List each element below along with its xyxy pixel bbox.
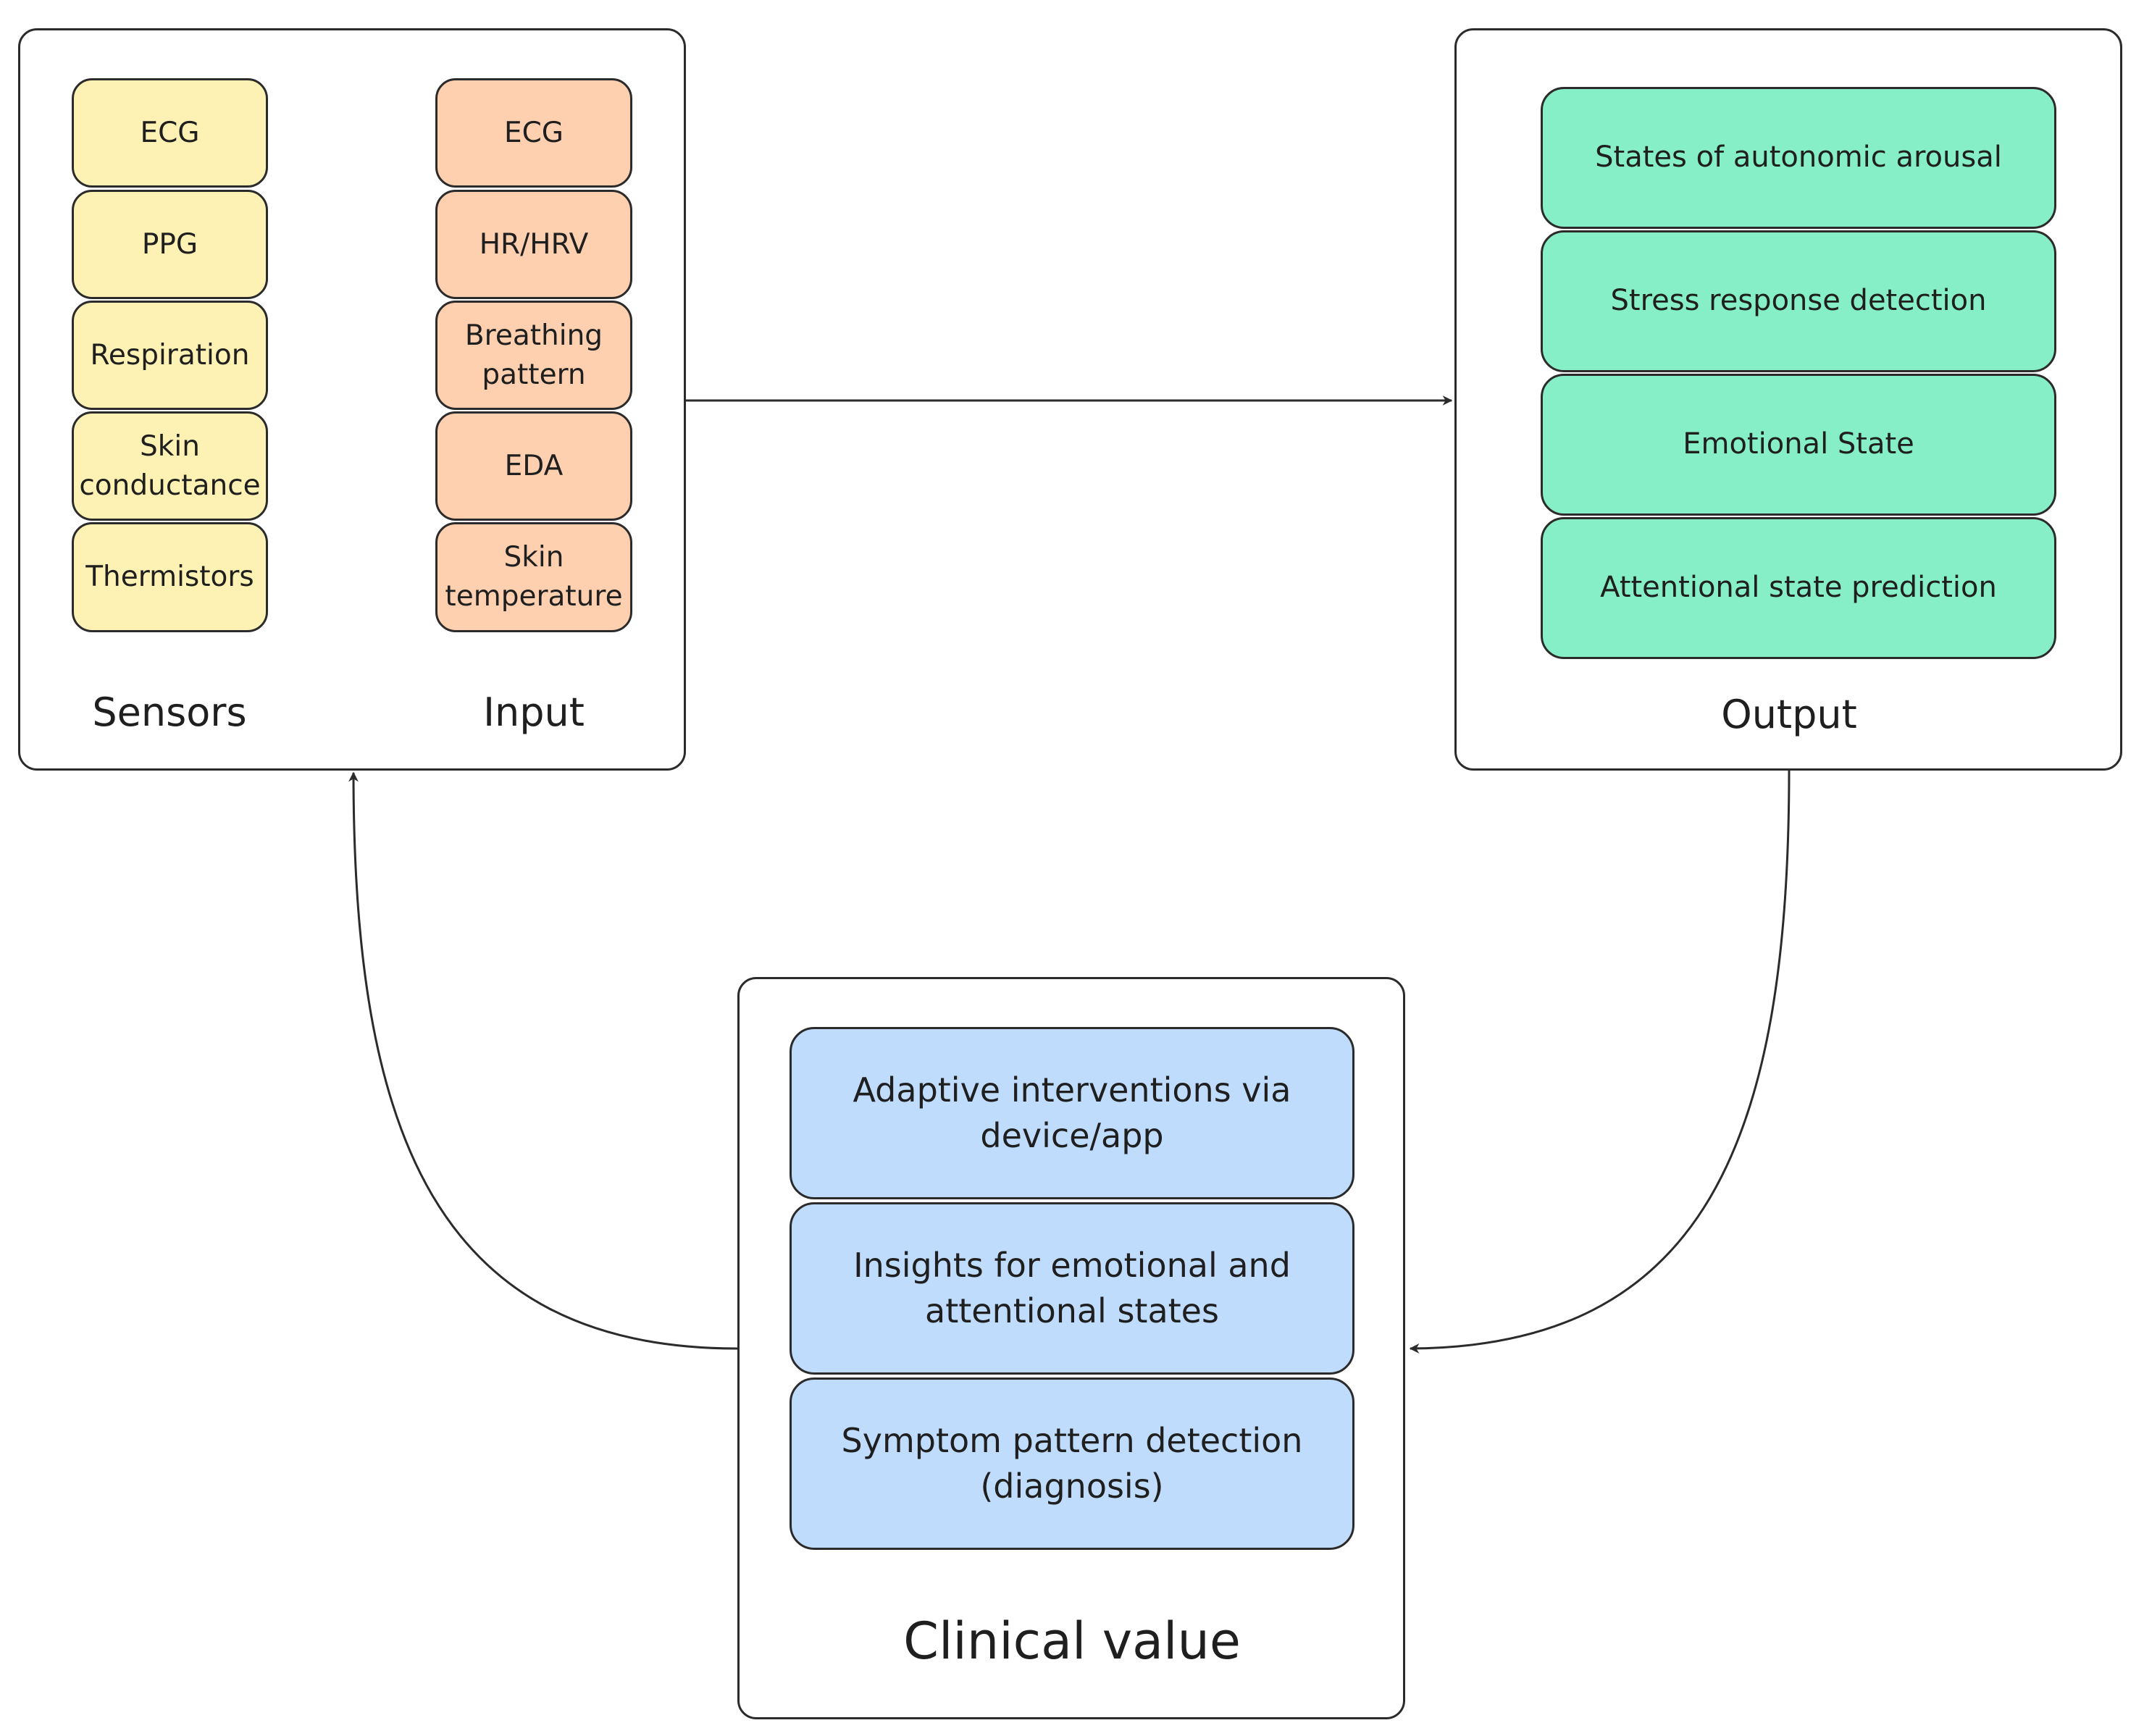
- output-stress-response: Stress response detection: [1541, 230, 2056, 372]
- input-label: Input: [483, 689, 585, 735]
- arrow-output-to-clinical: [1409, 770, 1791, 1354]
- sensor-ppg: PPG: [72, 190, 268, 299]
- output-autonomic-arousal: States of autonomic arousal: [1541, 87, 2056, 229]
- clinical-adaptive-interventions: Adaptive interventions via device/app: [790, 1027, 1354, 1199]
- output-label: Output: [1721, 692, 1857, 737]
- input-hr-hrv: HR/HRV: [435, 190, 632, 299]
- clinical-symptom-detection: Symptom pattern detection (diagnosis): [790, 1378, 1354, 1550]
- input-skin-temperature: Skin temperature: [435, 522, 632, 632]
- sensor-skin-conductance: Skin conductance: [72, 411, 268, 521]
- input-breathing-pattern: Breathing pattern: [435, 301, 632, 410]
- sensors-label: Sensors: [92, 689, 247, 735]
- sensor-ecg: ECG: [72, 78, 268, 188]
- sensor-respiration: Respiration: [72, 301, 268, 410]
- input-ecg: ECG: [435, 78, 632, 188]
- clinical-insights: Insights for emotional and attentional s…: [790, 1202, 1354, 1375]
- clinical-value-label: Clinical value: [903, 1611, 1241, 1671]
- arrow-clinical-to-input: [348, 771, 738, 1350]
- output-emotional-state: Emotional State: [1541, 374, 2056, 516]
- sensor-thermistors: Thermistors: [72, 522, 268, 632]
- output-attentional-state: Attentional state prediction: [1541, 517, 2056, 659]
- input-eda: EDA: [435, 411, 632, 521]
